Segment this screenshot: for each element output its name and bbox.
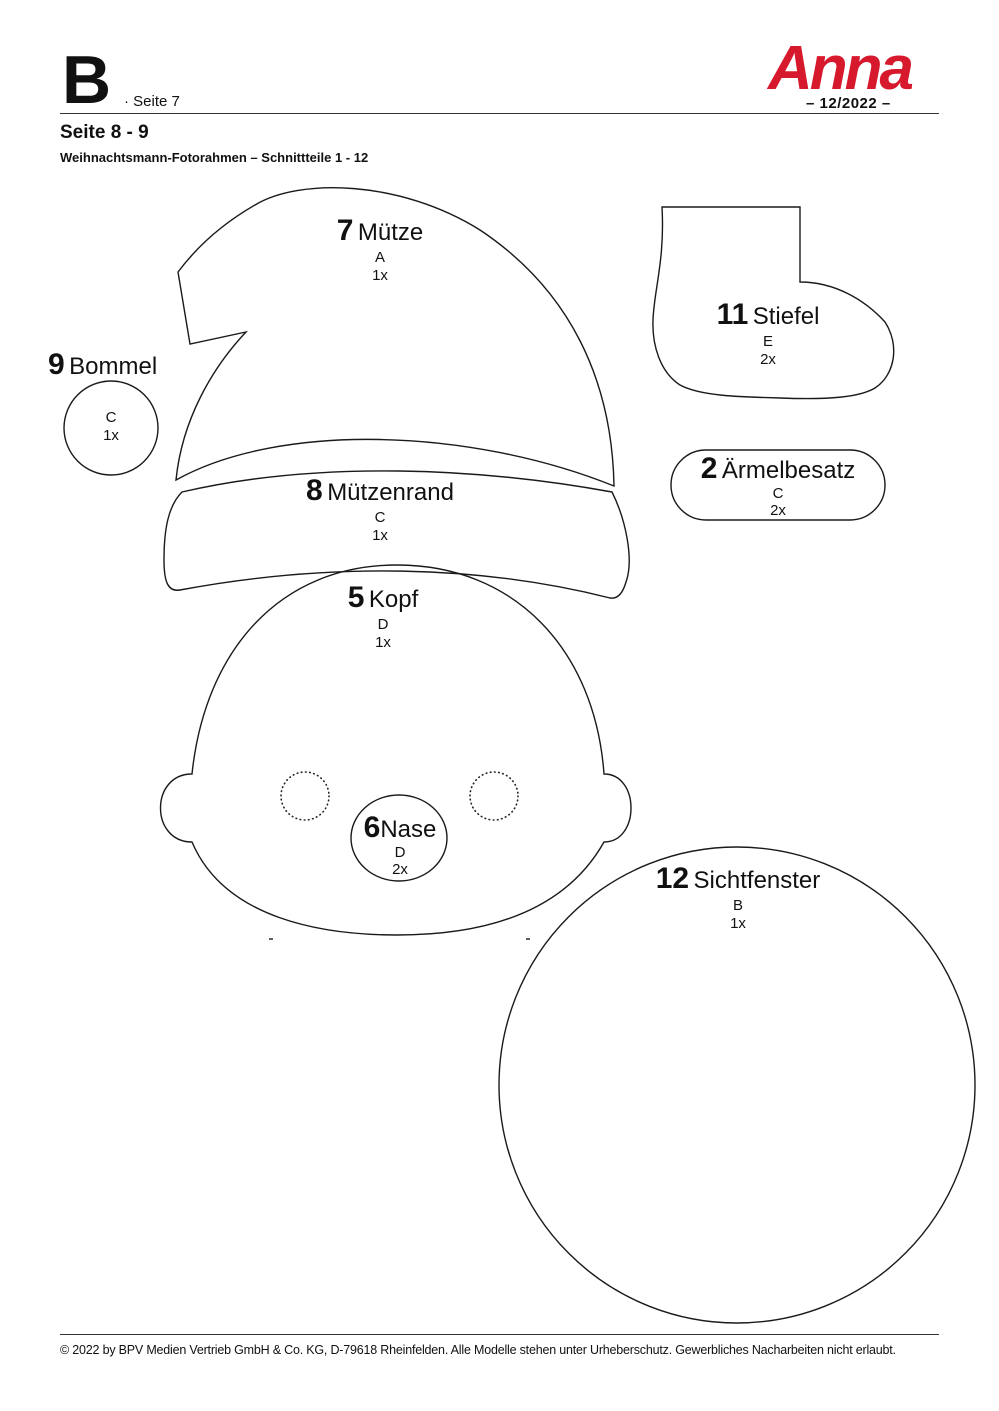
pattern-subtitle: Weihnachtsmann-Fotorahmen – Schnittteile… bbox=[60, 150, 369, 165]
piece-label-kopf: 5 Kopf D 1x bbox=[347, 581, 419, 651]
piece-details-bommel: C 1x bbox=[103, 409, 119, 444]
left-cheek-marking bbox=[280, 771, 330, 821]
page-reference: · Seite 7 bbox=[124, 93, 180, 110]
section-title: Seite 8 - 9 bbox=[60, 122, 149, 143]
copyright-notice: © 2022 by BPV Medien Vertrieb GmbH & Co.… bbox=[60, 1343, 896, 1357]
pompom-outline bbox=[63, 380, 159, 476]
view-window-outline bbox=[498, 846, 976, 1324]
hat-brim-outline bbox=[163, 470, 630, 599]
section-letter: B bbox=[62, 42, 111, 118]
piece-label-stiefel: 11 Stiefel E 2x bbox=[716, 298, 820, 368]
piece-label-bommel: 9 Bommel bbox=[48, 348, 158, 381]
piece-label-sichtfenster: 12 Sichtfenster B 1x bbox=[655, 862, 821, 932]
piece-label-aermelbesatz: 2 Ärmelbesatz C 2x bbox=[700, 452, 856, 519]
boot-outline bbox=[652, 206, 895, 400]
header-divider bbox=[60, 113, 939, 114]
footer-divider bbox=[60, 1334, 939, 1335]
right-cheek-marking bbox=[469, 771, 519, 821]
piece-label-muetze: 7 Mütze A 1x bbox=[336, 214, 424, 284]
piece-label-muetzenrand: 8 Mützenrand C 1x bbox=[306, 474, 454, 544]
piece-label-nase: 6Nase D 2x bbox=[363, 811, 437, 878]
sleeve-trim-outline bbox=[670, 449, 886, 521]
nose-outline bbox=[350, 794, 448, 882]
hat-outline bbox=[175, 187, 615, 488]
brand-logo: Anna bbox=[768, 34, 914, 103]
head-outline bbox=[159, 564, 632, 936]
issue-number: – 12/2022 – bbox=[806, 95, 891, 112]
